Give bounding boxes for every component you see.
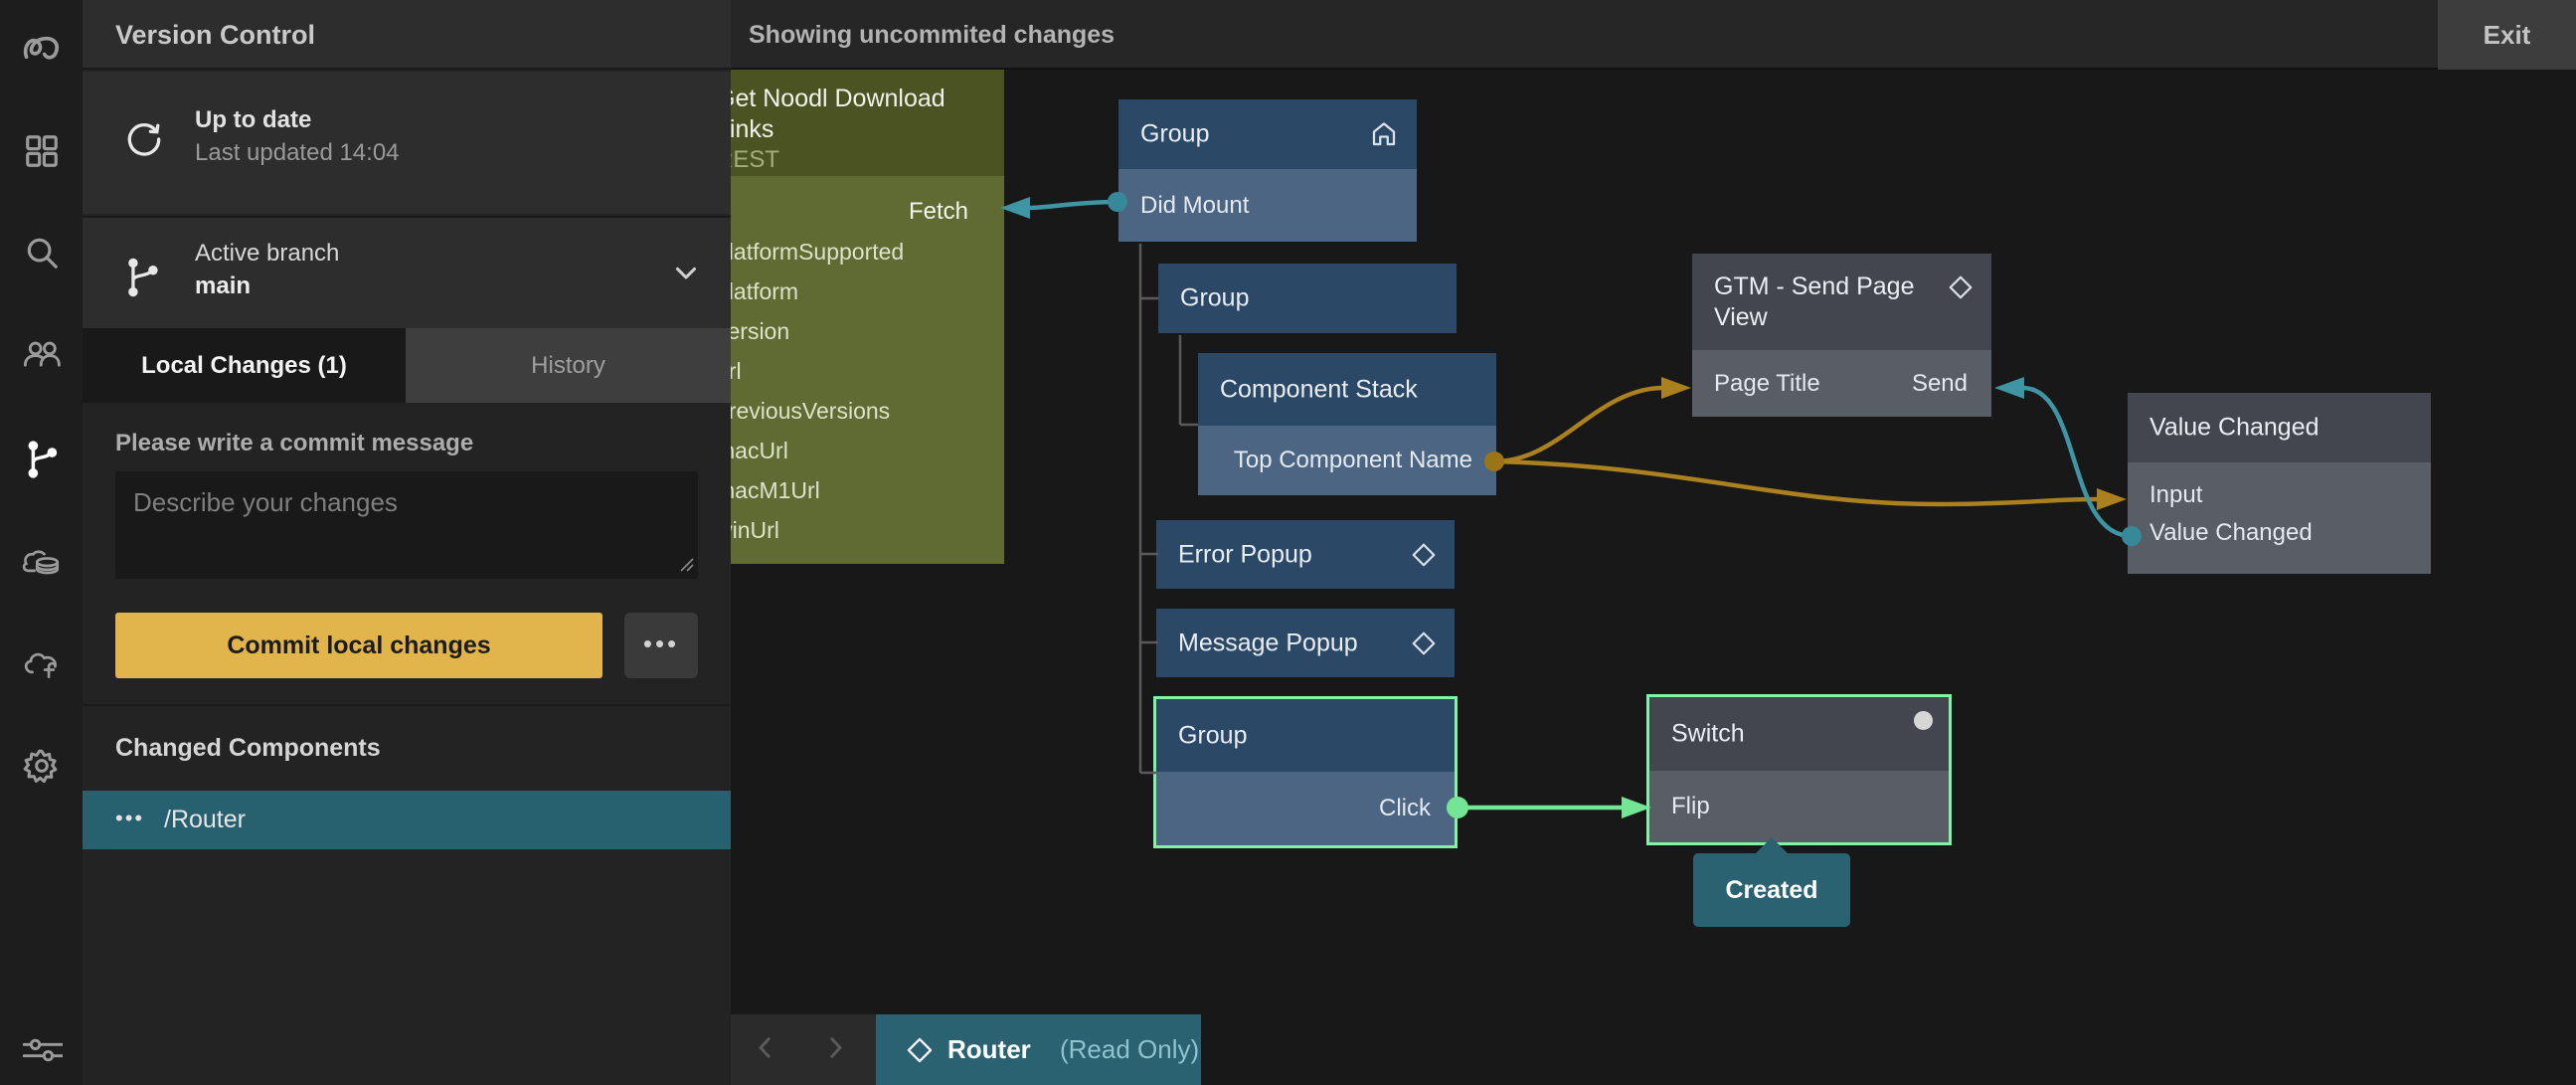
tab-router[interactable]: Router (Read Only) bbox=[876, 1014, 1201, 1085]
node-component-stack[interactable]: Component Stack Top Component Name bbox=[1198, 353, 1496, 495]
component-dots-icon[interactable]: ••• bbox=[115, 806, 145, 830]
node-group-2[interactable]: Group bbox=[1158, 264, 1457, 333]
sync-status: Up to date bbox=[195, 106, 312, 133]
component-diamond-icon bbox=[1412, 632, 1436, 654]
canvas-nav-strip bbox=[731, 1014, 876, 1085]
port-version[interactable]: version bbox=[716, 318, 790, 344]
node-rest-header: Get Noodl Download Links REST bbox=[686, 70, 1004, 176]
port-page-title[interactable]: Page Title bbox=[1714, 369, 1820, 397]
exit-button[interactable]: Exit bbox=[2438, 0, 2576, 70]
panel-title: Version Control bbox=[115, 20, 316, 50]
component-diamond-icon bbox=[1949, 275, 1973, 299]
port-input[interactable]: Input bbox=[2149, 481, 2203, 508]
node-title: Group bbox=[1140, 119, 1210, 148]
settings-gear-icon[interactable] bbox=[22, 746, 62, 786]
router-tab-label: Router bbox=[947, 1034, 1031, 1064]
tab-local-changes[interactable]: Local Changes (1) bbox=[83, 328, 406, 403]
divider bbox=[83, 704, 731, 706]
node-title: Error Popup bbox=[1178, 540, 1312, 568]
sync-section[interactable]: Up to date Last updated 14:04 bbox=[83, 72, 731, 214]
node-value-changed[interactable]: Value Changed Input Value Changed bbox=[2128, 393, 2431, 574]
created-tooltip: Created bbox=[1693, 837, 1850, 927]
collaboration-icon[interactable] bbox=[21, 335, 63, 373]
router-readonly-badge: (Read Only) bbox=[1060, 1034, 1200, 1064]
node-error-popup[interactable]: Error Popup bbox=[1156, 520, 1455, 589]
main-sidebar bbox=[0, 0, 83, 1085]
port-value-changed[interactable]: Value Changed bbox=[2149, 519, 2313, 546]
node-rest-body: Fetch platformSupported platform version… bbox=[686, 176, 1004, 564]
noodl-logo-icon[interactable] bbox=[20, 30, 64, 70]
port-flip[interactable]: Flip bbox=[1671, 793, 1710, 819]
node-title: Component Stack bbox=[1220, 375, 1418, 403]
chevron-down-icon[interactable] bbox=[669, 256, 703, 294]
node-title: Switch bbox=[1671, 719, 1745, 748]
cloud-functions-icon[interactable] bbox=[20, 645, 64, 683]
port-top-component-name[interactable]: Top Component Name bbox=[1233, 447, 1472, 473]
changed-component-label: /Router bbox=[164, 806, 246, 833]
changed-components-heading: Changed Components bbox=[115, 734, 381, 762]
version-control-icon[interactable] bbox=[23, 439, 61, 480]
node-title: Value Changed bbox=[2149, 413, 2319, 442]
panel-header: Version Control bbox=[83, 0, 731, 70]
node-title: Message Popup bbox=[1178, 629, 1358, 656]
port-macurl[interactable]: macUrl bbox=[716, 438, 788, 463]
editor-preferences-icon[interactable] bbox=[21, 1033, 63, 1067]
version-control-panel: Version Control Up to date Last updated … bbox=[83, 0, 731, 1085]
branch-label: Active branch bbox=[195, 240, 340, 267]
port-platform[interactable]: platform bbox=[716, 278, 799, 304]
component-diamond-icon bbox=[907, 1037, 933, 1062]
port-did-mount[interactable]: Did Mount bbox=[1140, 191, 1250, 219]
cloud-services-icon[interactable] bbox=[20, 544, 64, 582]
components-grid-icon[interactable] bbox=[23, 132, 61, 170]
home-icon bbox=[1372, 122, 1396, 146]
commit-button[interactable]: Commit local changes bbox=[115, 613, 602, 678]
branch-name: main bbox=[195, 272, 252, 299]
port-winurl[interactable]: winUrl bbox=[716, 517, 779, 543]
branch-icon bbox=[122, 256, 162, 304]
node-title: Group bbox=[1178, 721, 1248, 749]
port-fetch[interactable]: Fetch bbox=[908, 198, 968, 225]
search-icon[interactable] bbox=[23, 234, 61, 271]
branch-section[interactable]: Active branch main bbox=[83, 216, 731, 328]
node-group-selected[interactable]: Group Click bbox=[1153, 696, 1458, 848]
nav-back-icon[interactable] bbox=[751, 1032, 780, 1067]
port-previousversions[interactable]: previousVersions bbox=[716, 398, 891, 424]
node-message-popup[interactable]: Message Popup bbox=[1156, 609, 1455, 677]
tab-history[interactable]: History bbox=[406, 328, 731, 403]
node-title: Group bbox=[1180, 283, 1250, 312]
component-diamond-icon bbox=[1412, 543, 1436, 566]
node-subtitle: REST bbox=[716, 146, 780, 173]
more-options-button[interactable]: ••• bbox=[624, 613, 698, 678]
refresh-icon[interactable] bbox=[122, 117, 166, 166]
commit-message-prompt: Please write a commit message bbox=[115, 430, 474, 456]
port-macm1url[interactable]: macM1Url bbox=[716, 477, 820, 503]
node-switch[interactable]: Switch Flip bbox=[1646, 694, 1952, 845]
node-title: Get Noodl Download Links bbox=[716, 85, 945, 143]
port-click[interactable]: Click bbox=[1379, 795, 1431, 821]
port-url[interactable]: url bbox=[686, 351, 1004, 391]
node-group-root[interactable]: Group Did Mount bbox=[1118, 99, 1417, 242]
status-text: Showing uncommited changes bbox=[749, 21, 1116, 49]
node-rest[interactable]: Get Noodl Download Links REST Fetch plat… bbox=[686, 70, 1004, 564]
nav-forward-icon[interactable] bbox=[820, 1032, 850, 1067]
changed-component-router[interactable]: ••• /Router bbox=[83, 791, 731, 849]
port-send[interactable]: Send bbox=[1911, 369, 1968, 397]
top-status-bar: Showing uncommited changes Exit bbox=[731, 0, 2576, 70]
status-dot bbox=[1914, 711, 1933, 730]
node-gtm-send-page-view[interactable]: GTM - Send Page View Page Title Send bbox=[1692, 254, 1991, 417]
node-title: GTM - Send Page View bbox=[1714, 271, 1915, 331]
port-platformsupported[interactable]: platformSupported bbox=[716, 239, 905, 265]
commit-message-input[interactable] bbox=[115, 471, 698, 579]
sync-last-updated: Last updated 14:04 bbox=[195, 139, 400, 166]
